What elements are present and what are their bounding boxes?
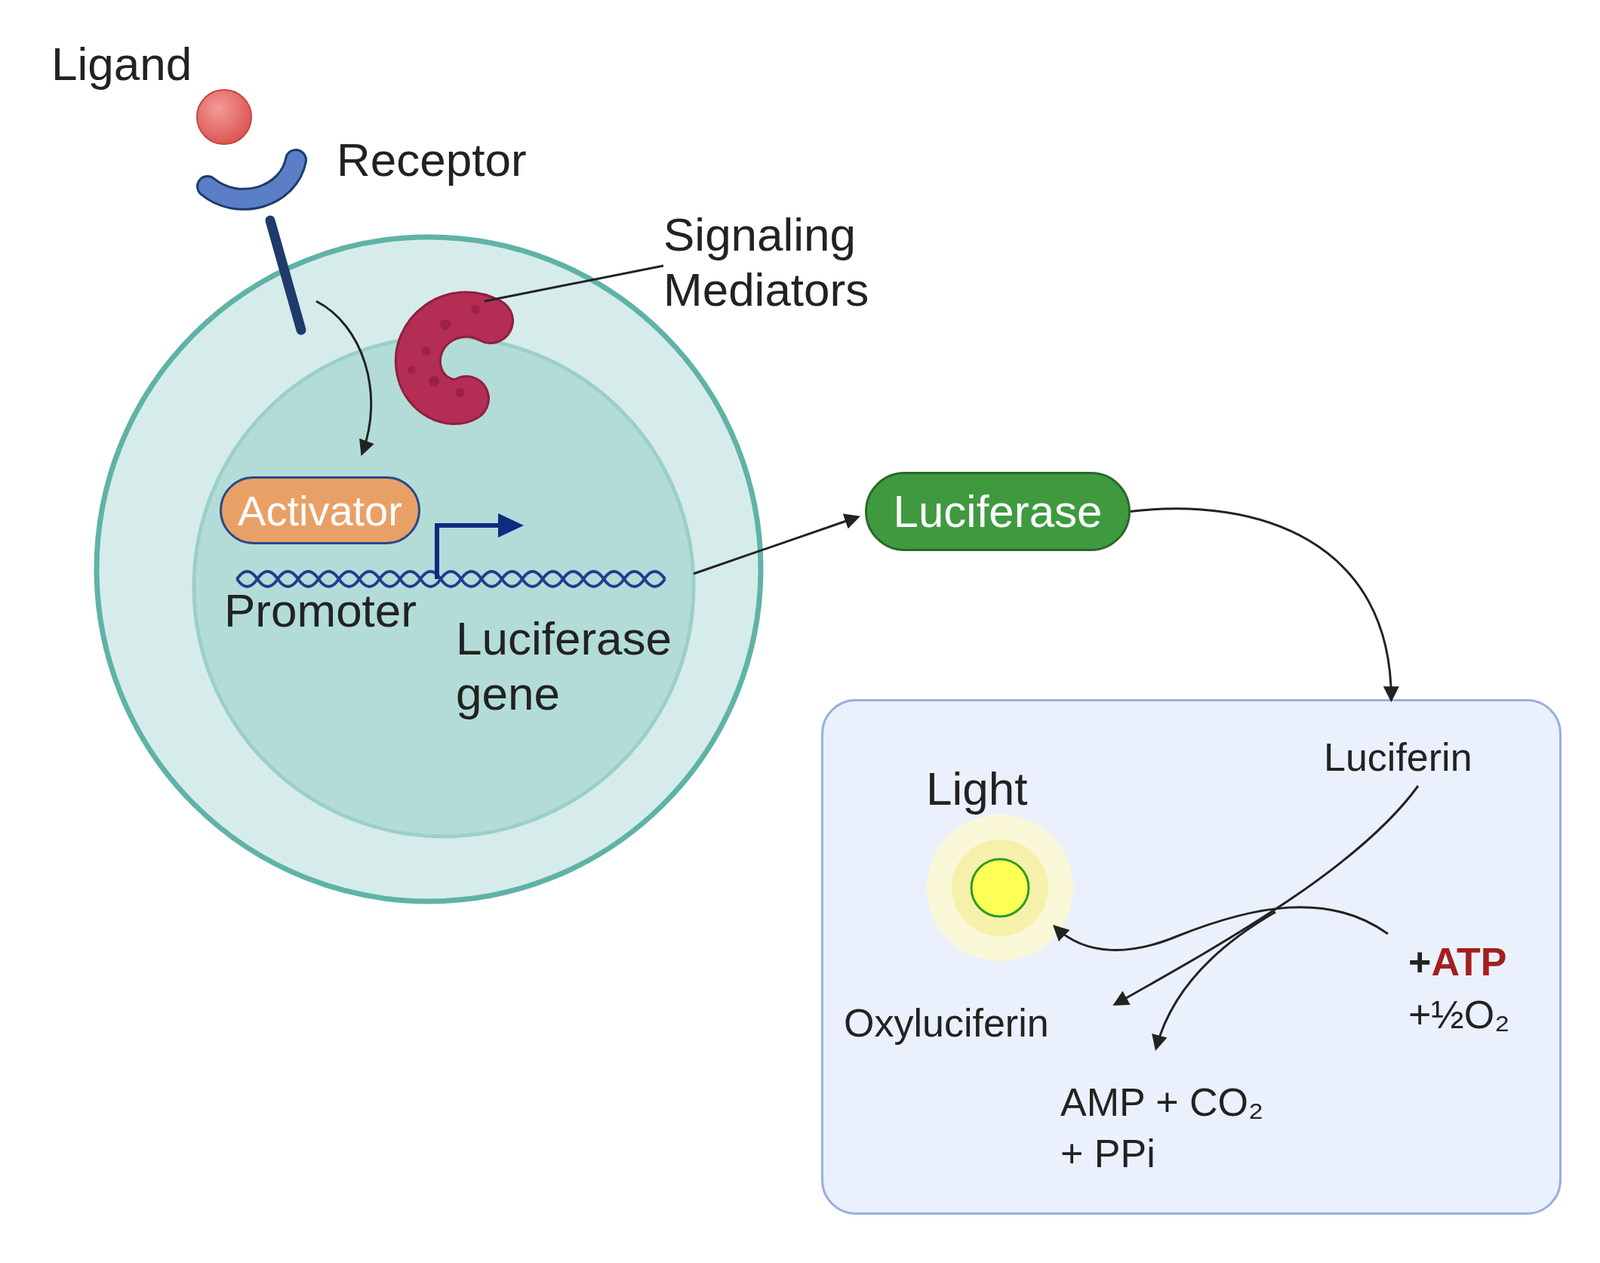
byproduct-label: AMP + CO₂ + PPi	[1060, 1076, 1287, 1179]
ligand-label: Ligand	[51, 36, 278, 92]
activator-pill: Activator	[219, 476, 421, 545]
mediator-texture	[407, 304, 480, 397]
gene-label: Luciferase gene	[455, 610, 683, 721]
product-label: Oxyluciferin	[843, 999, 1116, 1047]
promoter-label: Promoter	[224, 582, 451, 638]
signal-arrow	[316, 301, 372, 453]
cell-membrane	[96, 236, 761, 902]
node-label: Activator	[237, 486, 403, 536]
connector-arrow	[1130, 508, 1391, 699]
signaling-mediator	[418, 314, 491, 403]
substrate-label: Luciferin	[1323, 733, 1551, 781]
promoter-arrow	[436, 525, 500, 579]
receptor-stem	[270, 220, 302, 330]
cofactor-label: +ATP +½O₂	[1408, 935, 1537, 1041]
node-label: Luciferase	[893, 485, 1103, 538]
signaling-label: Signaling Mediators	[663, 206, 905, 317]
promoter-arrowhead	[498, 513, 524, 538]
leader-line	[484, 265, 664, 302]
reaction-box: LuciferinLight +ATP +½O₂ OxyluciferinAMP +…	[821, 698, 1562, 1215]
ligand-ball	[196, 89, 252, 145]
receptor-cup-outline	[207, 160, 296, 200]
luciferase-pill: Luciferase	[864, 471, 1131, 551]
receptor-cup	[207, 160, 296, 200]
signaling-mediator-outline	[418, 314, 491, 403]
expression-arrow	[693, 516, 858, 574]
receptor-label: Receptor	[336, 132, 579, 188]
light-label: Light	[926, 761, 1077, 816]
